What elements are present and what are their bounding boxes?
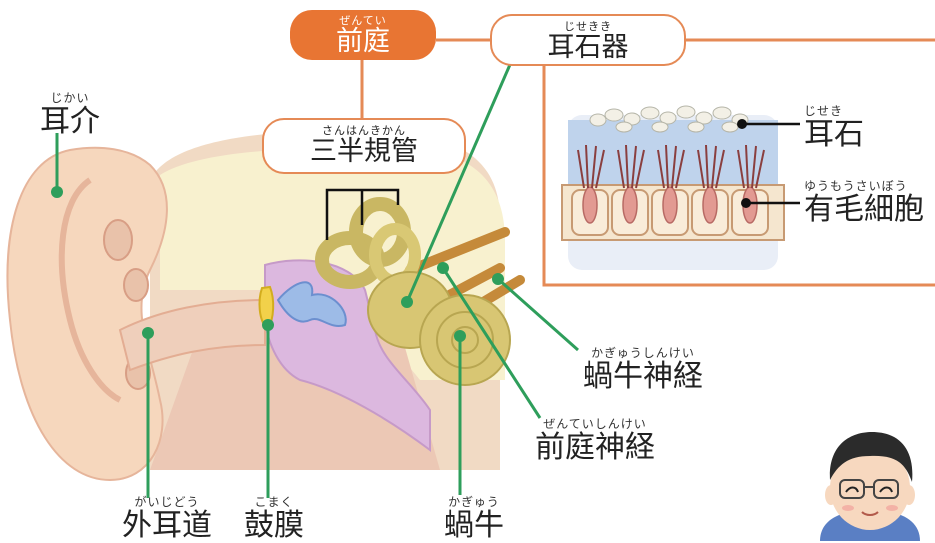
hair-cells-ruby: ゆうもうさいぼう: [804, 180, 934, 192]
otolith-organ-text: 耳石器: [492, 34, 684, 61]
ear-canal-label: がいじどう 外耳道: [112, 496, 222, 541]
cochlear-nerve-ruby: かぎゅうしんけい: [568, 347, 718, 359]
semicircular-canals-text: 三半規管: [264, 138, 464, 165]
eardrum-ruby: こまく: [236, 496, 312, 508]
eardrum-label: こまく 鼓膜: [236, 496, 312, 541]
hair-cells-text: 有毛細胞: [804, 195, 934, 225]
otolith-text: 耳石: [804, 120, 874, 150]
otolith-ruby: じせき: [804, 105, 874, 117]
auricle-ruby: じかい: [30, 92, 110, 104]
ear-canal-ruby: がいじどう: [112, 496, 222, 508]
cochlea-ruby: かぎゅう: [432, 496, 516, 508]
semicircular-canals-label: さんはんきかん 三半規管: [262, 118, 466, 174]
vestibular-nerve-label: ぜんていしんけい 前庭神経: [520, 418, 670, 463]
otolith-label: じせき 耳石: [804, 105, 874, 150]
auricle-fold-2: [124, 269, 148, 301]
auricle-shape: [8, 148, 167, 480]
vestibule-ruby: ぜんてい: [290, 15, 436, 26]
ear-canal-text: 外耳道: [112, 511, 222, 541]
hair-cells-label: ゆうもうさいぼう 有毛細胞: [804, 180, 934, 225]
auricle-text: 耳介: [30, 107, 110, 137]
vestibule-label: ぜんてい 前庭: [290, 10, 436, 60]
cochlear-nerve-text: 蝸牛神経: [568, 362, 718, 392]
auricle-label: じかい 耳介: [30, 92, 110, 137]
semicircular-canals-ruby: さんはんきかん: [264, 125, 464, 136]
cochlea-shape: [420, 295, 510, 385]
vestibular-nerve-ruby: ぜんていしんけい: [520, 418, 670, 430]
cochlea-label: かぎゅう 蝸牛: [432, 496, 516, 541]
otolith-organ-label: じせきき 耳石器: [490, 14, 686, 66]
vestibule-text: 前庭: [290, 28, 436, 55]
doctor-avatar-icon: [820, 432, 920, 541]
otolith-organ-ruby: じせきき: [492, 21, 684, 32]
eardrum-text: 鼓膜: [236, 511, 312, 541]
cochlear-nerve-label: かぎゅうしんけい 蝸牛神経: [568, 347, 718, 392]
cochlea-text: 蝸牛: [432, 511, 516, 541]
auricle-fold-1: [104, 220, 132, 260]
vestibular-nerve-text: 前庭神経: [520, 433, 670, 463]
